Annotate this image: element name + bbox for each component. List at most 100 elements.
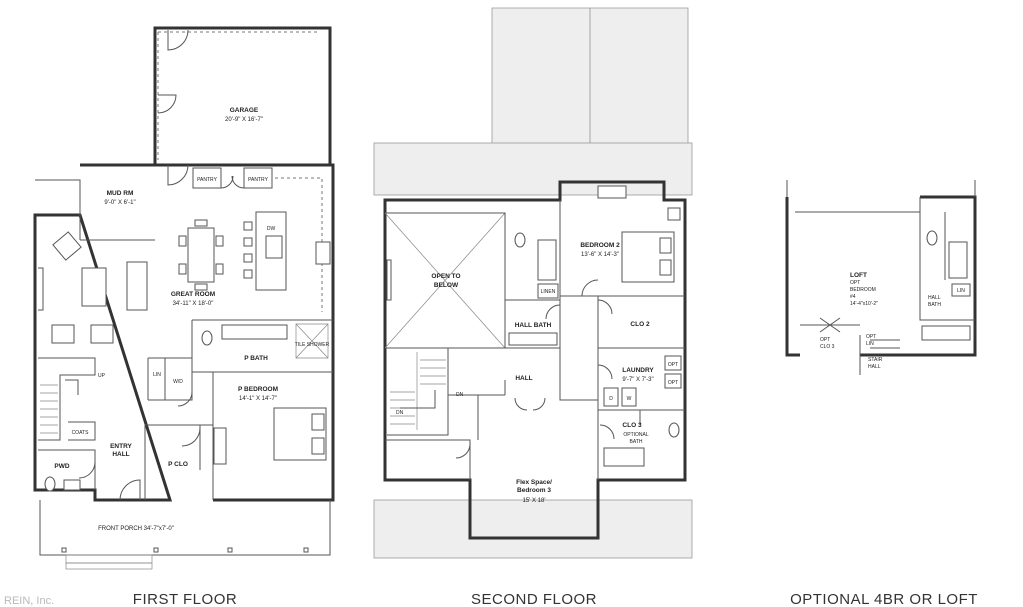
dining-chair	[194, 283, 208, 291]
optional-4br-plan: LIN HALL BATH LOFT OPT BEDROOM #4 14'-4"…	[785, 180, 977, 375]
chair-right	[90, 324, 114, 344]
linen-label: LIN	[153, 372, 161, 378]
garage-walls	[153, 26, 332, 165]
hall-bath-door-arc	[545, 304, 561, 320]
stair-down-label-2: DN	[456, 392, 464, 398]
dining-chair	[178, 263, 187, 275]
optional-bath-line2: BATH	[630, 439, 643, 445]
loft-linen-label: LIN	[957, 288, 965, 294]
pantry-door-arc	[220, 175, 245, 189]
bar-stool	[243, 269, 253, 279]
pantry-left-label: PANTRY	[197, 177, 217, 183]
front-porch-outline	[39, 500, 331, 556]
garage-entry-door-swing	[167, 29, 189, 51]
p-closet-label: P CLO	[168, 461, 188, 468]
stair-arrow	[65, 379, 79, 395]
desk	[597, 185, 627, 199]
garage-dims: 20'-9" X 16'-7"	[225, 117, 263, 123]
optional-bath-walls	[597, 410, 641, 480]
coffee-table	[81, 267, 107, 307]
mud-room-door-arc	[167, 164, 189, 186]
pantry-right-box	[243, 167, 273, 189]
bed-pillow	[311, 413, 325, 431]
bar-stool	[243, 253, 253, 263]
stair-down-label-1: DN	[396, 410, 404, 416]
linen-closet	[537, 283, 559, 299]
stair-hall-line1: STAIR	[868, 357, 883, 363]
loft-line2: OPT	[850, 280, 860, 286]
dining-chair	[215, 263, 224, 275]
p-closet-walls	[144, 425, 201, 500]
stair-box	[387, 347, 449, 436]
dryer-label: D	[609, 396, 613, 402]
bed-pillow	[311, 437, 325, 455]
flex-space-line1: Flex Space/	[516, 479, 552, 486]
first-floor-caption: FIRST FLOOR	[133, 591, 237, 607]
loft-bath-vanity	[921, 325, 971, 341]
fireplace-wall	[38, 267, 44, 311]
garage-name: GARAGE	[230, 107, 259, 114]
laundry-dims: 9'-7" X 7'-3"	[622, 377, 653, 383]
loft-bath-toilet	[926, 230, 938, 246]
loft-exterior-walls	[785, 195, 977, 357]
open-to-below-line1: OPEN TO	[431, 273, 460, 280]
front-porch-label: FRONT PORCH 34'-7"x7'-0"	[98, 526, 174, 532]
p-bedroom-walls	[145, 372, 214, 500]
tile-shower-outline	[295, 323, 329, 359]
sink	[265, 235, 283, 259]
pwd-walls	[38, 449, 96, 490]
second-floor-plan: OPEN TO BELOW LINEN HALL BATH BEDROOM 2 …	[373, 7, 693, 559]
bed-pillow	[659, 259, 672, 276]
loft-hall-bath-line2: BATH	[928, 302, 941, 308]
washer	[621, 387, 637, 407]
loft-line4: #4	[850, 294, 856, 300]
mud-room-name: MUD RM	[107, 190, 134, 197]
dining-table	[187, 227, 215, 283]
armchair	[52, 231, 82, 261]
porch-column	[303, 547, 309, 553]
dining-chair	[215, 235, 224, 247]
tile-shower-label: TILE SHOWER	[295, 342, 330, 348]
loft-line1: LOFT	[850, 272, 867, 279]
coats-closet	[68, 421, 96, 441]
nightstand	[667, 207, 681, 221]
entry-overhang	[35, 179, 81, 215]
porch-column	[153, 547, 159, 553]
porch-column	[227, 547, 233, 553]
pwd-door-arc	[78, 461, 96, 479]
garage-door-outline	[157, 31, 318, 160]
bar-stool	[243, 221, 253, 231]
opt-linen-line2: LIN	[866, 341, 874, 347]
loft-closet-line	[800, 317, 860, 333]
pwd-toilet	[44, 476, 56, 492]
loft-hall-bath-line1: HALL	[928, 295, 941, 301]
closet-3-door-arc	[599, 424, 615, 440]
first-floor-plan: PANTRY PANTRY DW P BATH	[33, 26, 335, 570]
bed-pillow	[659, 237, 672, 254]
closet-2-label: CLO 2	[630, 321, 650, 328]
opt-linen-line1: OPT	[866, 334, 876, 340]
watermark: REIN, Inc.	[4, 595, 54, 607]
pwd-label: PWD	[54, 463, 69, 470]
washer-dryer-label: W/D	[173, 379, 183, 385]
linen-label: LINEN	[541, 289, 556, 295]
hall-bath-vanity	[508, 332, 558, 346]
opt-closet-line1: OPT	[820, 337, 830, 343]
porch-steps	[65, 554, 153, 564]
range	[315, 241, 331, 265]
bedroom-2-dims: 13'-6" X 14'-3"	[581, 252, 619, 258]
entry-hall-line2: HALL	[112, 451, 129, 458]
hall-walls	[147, 357, 193, 401]
pantry-left-box	[192, 167, 222, 189]
great-room-name: GREAT ROOM	[171, 291, 215, 298]
vanity	[221, 324, 288, 340]
optional-bath-line1: OPTIONAL	[623, 432, 649, 438]
laundry-name: LAUNDRY	[622, 367, 654, 374]
pantry-right-label: PANTRY	[248, 177, 268, 183]
laundry-door-arc	[597, 364, 613, 380]
loft-corner	[786, 180, 976, 197]
p-bedroom-name: P BEDROOM	[238, 386, 278, 393]
hall-label: HALL	[515, 375, 532, 382]
washer-label: W	[627, 396, 632, 402]
